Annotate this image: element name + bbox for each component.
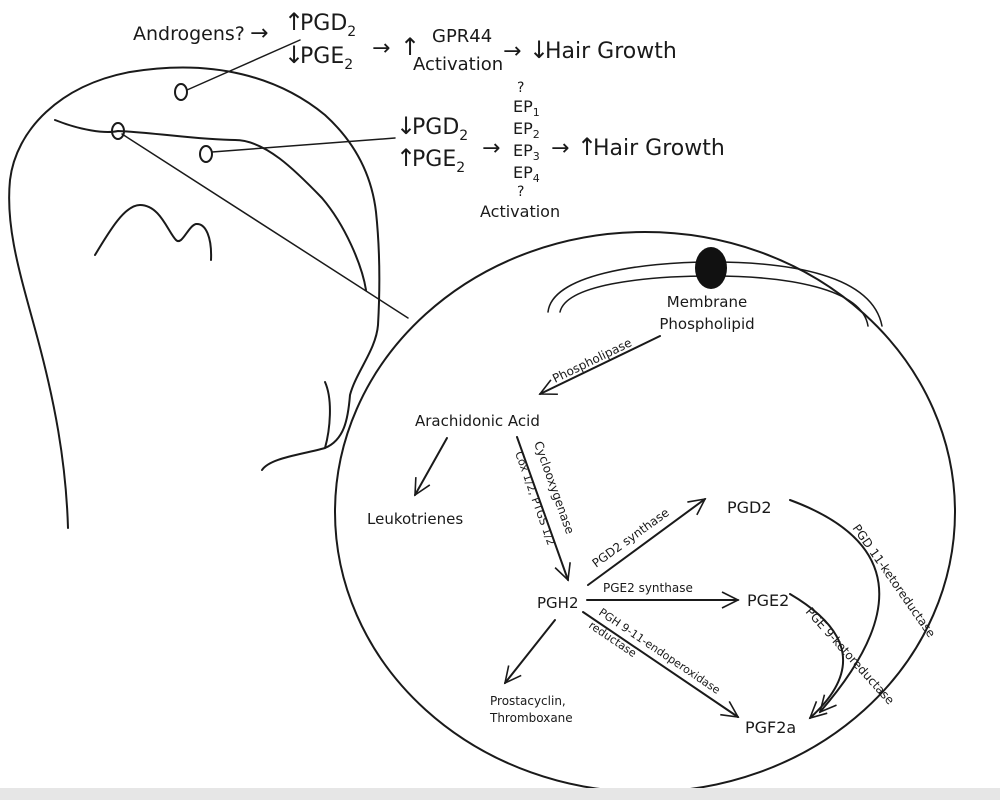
head-outline — [8, 66, 381, 529]
arrow-to-hair-loss: → — [503, 39, 521, 64]
arrow-leukotrienes — [414, 437, 448, 497]
gpr44-label: GPR44 — [432, 26, 492, 47]
arrow-down-hair: ↓ — [529, 36, 549, 64]
zoom-line — [121, 133, 409, 319]
leader-line-pge-site — [211, 137, 396, 153]
membrane-label: Membrane — [667, 293, 747, 311]
arrow-pge-ketoreductase — [789, 593, 845, 720]
ep2-label: EP2 — [513, 119, 540, 141]
arrow-up-pge-mid: ↑ — [396, 144, 416, 172]
footer-bar — [0, 788, 1000, 800]
arrow-cyclooxygenase — [516, 436, 571, 582]
pgd-ketoreductase-label: PGD 11-ketoreductase — [850, 522, 939, 640]
hair-growth-label-top: Hair Growth — [545, 39, 677, 64]
arrow-up-gpr44: ↑ — [400, 33, 420, 61]
pge2-synthase-label: PGE2 synthase — [603, 581, 693, 595]
arrow-androgens: → — [250, 21, 268, 46]
pgd2-synthase-label: PGD2 synthase — [590, 505, 672, 570]
arrow-prostacyclin — [503, 619, 556, 685]
pgh-endoperoxidase-label: PGH 9-11-endoperoxidase — [596, 606, 722, 697]
activation-label-mid: Activation — [480, 202, 560, 221]
pge2-label-mid: PGE2 — [412, 147, 465, 176]
pgf2a-label: PGF2a — [745, 718, 796, 737]
leukotrienes-label: Leukotrienes — [367, 510, 463, 528]
ep4-label: EP4 — [513, 163, 540, 185]
scalp-marker-2 — [111, 122, 125, 140]
arrow-up-hair: ↑ — [577, 133, 597, 161]
phospholipid-label: Phospholipid — [659, 315, 754, 333]
arrow-to-ep: → — [482, 136, 500, 161]
membrane-receptor — [695, 247, 727, 289]
prostacyclin-label: Prostacyclin, — [490, 694, 566, 708]
phospholipase-label: Phospholipase — [550, 336, 634, 386]
activation-label-top: Activation — [413, 54, 503, 75]
androgens-label: Androgens? — [133, 23, 245, 45]
ep3-label: EP3 — [513, 141, 540, 163]
pge2-label: PGE2 — [747, 591, 789, 610]
ep1-label: EP1 — [513, 97, 540, 119]
leader-line-pgd-site — [186, 39, 301, 91]
arrow-pgd-ketoreductase — [789, 499, 881, 714]
ep-question-top: ? — [517, 80, 524, 96]
arrow-pgh-reductase — [582, 611, 740, 719]
arrow-pgd2-synthase — [587, 497, 707, 586]
pge2-label-top: PGE2 — [300, 44, 353, 73]
pgd2-label-top: PGD2 — [300, 11, 356, 40]
arrow-down-pgd-mid: ↓ — [396, 112, 416, 140]
membrane — [547, 247, 883, 327]
scalp-marker-1 — [174, 83, 188, 101]
ep-question-bottom: ? — [517, 184, 524, 200]
pgh2-label: PGH2 — [537, 594, 579, 612]
scalp-marker-3 — [199, 145, 213, 163]
arrow-up-pgd: ↑ — [284, 8, 304, 36]
arrow-down-pge: ↓ — [284, 41, 304, 69]
arrow-to-hair-growth: → — [551, 136, 569, 161]
arachidonic-acid-label: Arachidonic Acid — [415, 412, 540, 430]
pgd2-label: PGD2 — [727, 498, 772, 517]
pge-ketoreductase-label: PGE 9-ketoreductase — [803, 605, 897, 708]
thromboxane-label: Thromboxane — [489, 711, 573, 725]
pgd2-label-mid: PGD2 — [412, 115, 468, 144]
hair-growth-label-mid: Hair Growth — [593, 136, 725, 161]
arrow-phospholipase — [538, 335, 661, 396]
arrow-to-gpr44: → — [372, 36, 390, 61]
